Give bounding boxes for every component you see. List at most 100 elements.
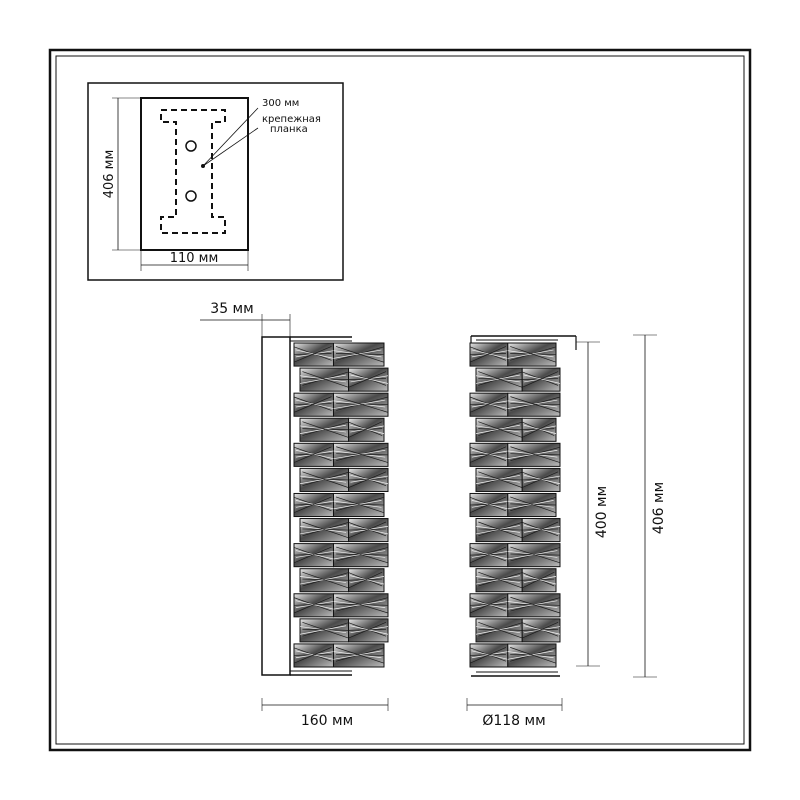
crystal-facet-line [471,600,508,610]
front-view: 400 мм 406 мм Ø118 мм [466,334,667,729]
crystal-facet-line [333,399,386,409]
crystal-facet-line [507,600,558,610]
crystal-facet-line [469,596,507,614]
crystal-facet-line [507,500,554,510]
crystal-facet-line [295,349,334,359]
wall-plate [261,336,291,676]
crystal-facet-line [302,471,349,488]
crystal-facet-line [299,525,347,535]
crystal-facet-line [302,571,349,589]
side-depth-label: 35 мм [210,301,253,317]
front-body-height-label: 400 мм [594,486,610,538]
crystal-facet-line [469,446,507,463]
crystal-facet-line [475,625,520,635]
mount-panel-box [87,82,344,281]
crystal-facet-line [293,647,332,664]
crystal-facet-line [469,546,507,564]
crystal-facet-line [333,500,382,510]
crystal-facet-line [348,421,383,438]
crystal-facet-line [295,550,334,560]
crystal-facet-line [299,625,347,635]
crystal-facet-line [299,374,347,384]
crystal-facet-line [335,647,385,664]
crystal-facet-line [348,371,387,388]
crystal-facet-line [333,650,382,660]
front-total-height-label: 406 мм [651,482,667,534]
side-view: 35 мм 160 мм [200,301,389,729]
crystal-facet-line [333,349,382,359]
mount-width-label: 110 мм [170,251,219,266]
crystal-facet-line [524,374,561,384]
crystal-facet-line [478,621,523,639]
crystal-facet-line [350,474,389,485]
crystal-facet-line [333,449,386,460]
mount-plate [140,97,249,251]
crystal-facet-line [475,474,520,485]
crystal-facet-line [302,421,349,438]
crystal-facet-line [522,471,559,488]
crystal-facet-line [523,575,557,585]
crystal-facet-line [348,521,387,539]
crystal-facet-line [299,424,347,434]
front-diameter-label: Ø118 мм [482,713,545,729]
crystal-facet-line [348,571,383,589]
crystal-facet-line [524,625,561,635]
crystal-facet-line [335,346,385,363]
outer-frame [48,48,752,752]
crystal-facet-line [523,424,557,434]
leader-line-name [202,127,259,167]
crystal-facet-line [510,647,557,664]
mount-height-label: 406 мм [102,150,117,199]
crystal-facet-line [478,421,523,438]
crystal-facet-line [510,596,561,614]
crystal-facet-line [293,346,332,363]
side-crystal-column [293,342,389,668]
mount-hole-bottom [185,190,197,202]
crystal-facet-line [350,525,389,535]
inner-frame [55,55,745,745]
crystal-facet-line [336,546,389,564]
crystal-facet-line [471,500,508,510]
crystal-facet-line [293,546,332,564]
crystal-facet-line [478,571,523,589]
crystal-facet-line [507,650,554,660]
bracket-length-label: 300 мм [262,98,299,109]
crystal-facet-line [333,600,386,610]
crystal-facet-line [524,525,561,535]
crystal-facet-line [524,474,561,485]
crystal-facet-line [469,496,507,514]
side-width-label: 160 мм [301,713,353,729]
crystal-facet-line [522,421,555,438]
crystal-facet-line [299,575,347,585]
mount-panel: 300 мм крепежная планка 406 мм 110 мм [87,82,344,281]
crystal-facet-line [522,571,555,589]
crystal-facet-line [350,374,389,384]
crystal-facet-line [471,449,508,460]
crystal-facet-line [293,446,332,463]
crystal-facet-line [336,446,389,463]
front-crystal-column [469,342,561,668]
crystal-facet-line [335,496,385,514]
crystal-facet-line [302,621,349,639]
crystal-facet-line [522,621,559,639]
crystal-facet-line [510,496,557,514]
crystal-facet-line [336,396,389,413]
crystal-facet-line [295,650,334,660]
crystal-facet-line [510,346,557,363]
crystal-facet-line [522,521,559,539]
crystal-facet-line [507,550,558,560]
mount-hole-top [185,140,197,152]
crystal-facet-line [469,396,507,413]
crystal-facet-line [336,596,389,614]
crystal-facet-line [295,399,334,409]
crystal-facet-line [469,647,507,664]
crystal-facet-line [302,521,349,539]
crystal-facet-line [471,399,508,409]
mounting-bracket-outline [160,109,226,234]
crystal-facet-line [350,424,385,434]
crystal-facet-line [475,424,520,434]
crystal-facet-line [293,496,332,514]
crystal-facet-line [348,621,387,639]
crystal-facet-line [507,349,554,359]
